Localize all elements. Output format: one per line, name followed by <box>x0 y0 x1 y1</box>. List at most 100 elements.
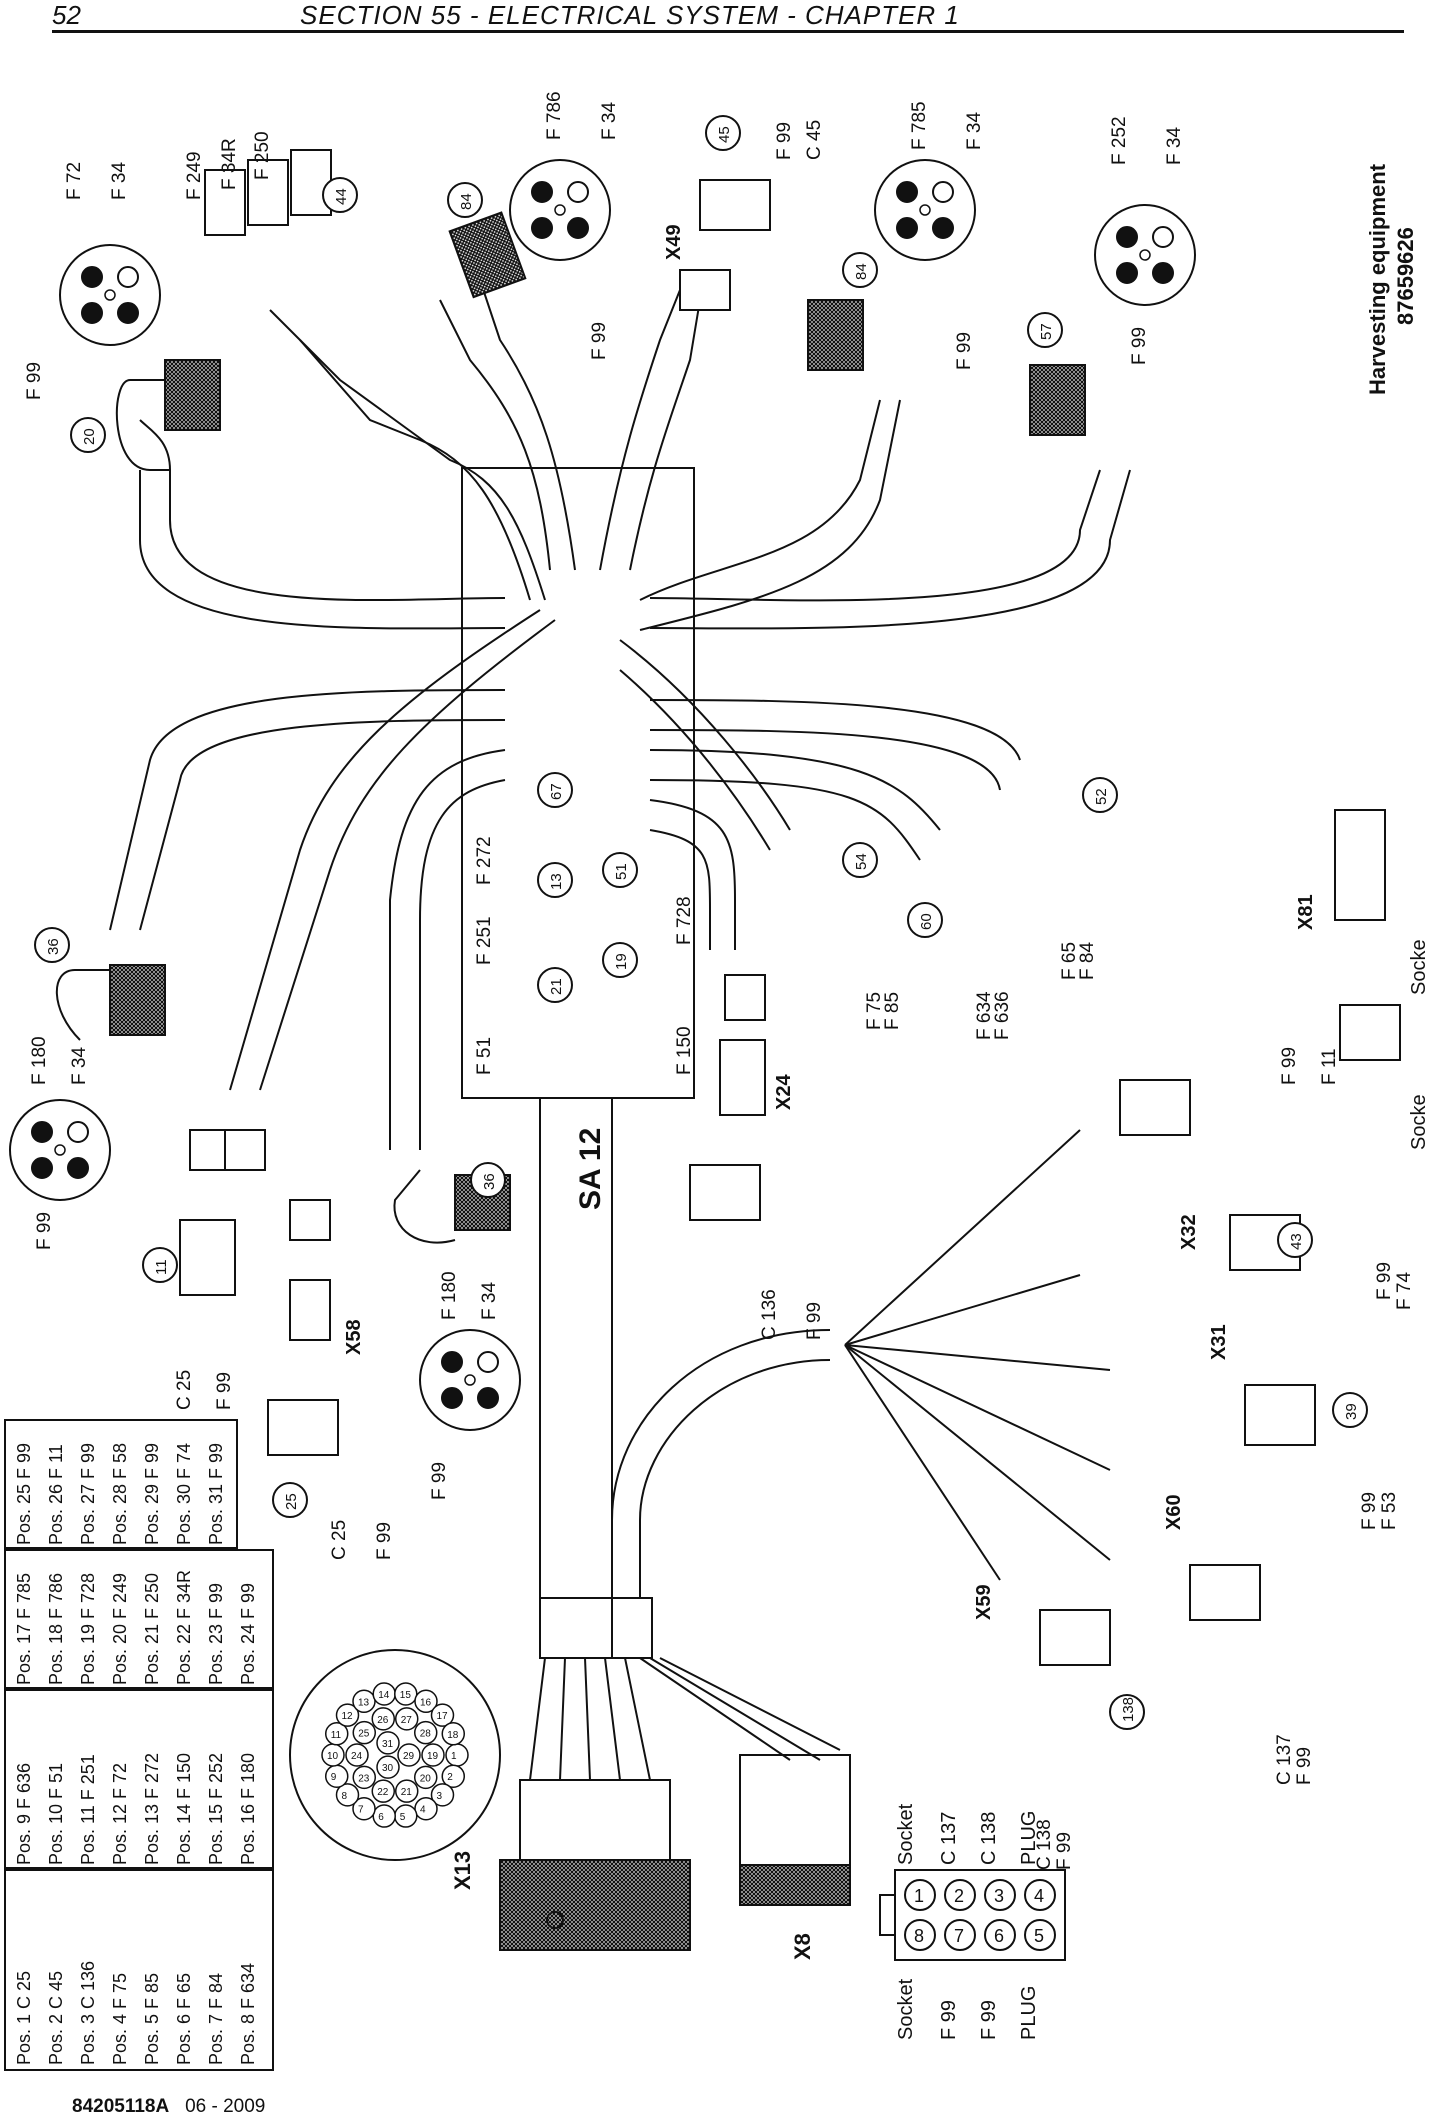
wire-label: C 136 <box>759 1289 780 1340</box>
connector-x32-label: X32 <box>1178 1214 1200 1250</box>
connector-x59-label: X59 <box>973 1584 995 1620</box>
x13-pin-number: 5 <box>400 1812 406 1823</box>
callout: 57 <box>1027 312 1063 348</box>
connector-labels: X49 X24 X32 X31 X60 X59 X58 X81 <box>343 224 1317 1620</box>
wire-label: F 84 <box>1077 942 1098 980</box>
position-table-entry: Pos. 22 F 34R <box>174 1570 194 1685</box>
x8-pin <box>904 1879 936 1911</box>
x8-bottom-label-1: F 99 <box>938 2000 960 2040</box>
callout: 43 <box>1277 1222 1313 1258</box>
x13-pin <box>345 1743 369 1767</box>
wire-label: F 99 <box>804 1302 825 1340</box>
callout-number: 20 <box>81 428 98 445</box>
x13-pin <box>335 1783 360 1807</box>
connector-x60-label: X60 <box>1163 1494 1185 1530</box>
x13-pin <box>376 1755 400 1779</box>
callout-number: 84 <box>458 193 475 210</box>
harness-label: SA 12 <box>574 1128 607 1210</box>
callout-number: 45 <box>716 126 733 143</box>
callout: 39 <box>1332 1392 1368 1428</box>
x8-pin-number: 2 <box>954 1886 964 1906</box>
wire-label: F 65 <box>1059 942 1080 980</box>
x13-pin-number: 15 <box>400 1690 412 1701</box>
position-table-entry: Pos. 26 F 11 <box>46 1444 66 1545</box>
wire-label: F 99 <box>1359 1492 1380 1530</box>
position-table-entry: Pos. 18 F 786 <box>46 1573 66 1685</box>
x8-pin <box>904 1919 936 1951</box>
wire-label: F 99 <box>954 332 975 370</box>
x13-pin-number: 30 <box>382 1763 394 1774</box>
position-table-entry: Pos. 30 F 74 <box>174 1443 194 1545</box>
x8-top-label-1: C 137 <box>938 1812 960 1865</box>
position-table-entry: Pos. 19 F 728 <box>78 1573 98 1685</box>
x13-pin-number: 24 <box>351 1751 363 1762</box>
round-connector-faces <box>9 159 1196 1431</box>
x13-pin <box>352 1720 377 1745</box>
x13-pin <box>352 1689 376 1714</box>
header-rule <box>52 30 1404 33</box>
position-table-entry: Pos. 21 F 250 <box>142 1573 162 1685</box>
x13-pin-number: 7 <box>358 1805 364 1816</box>
position-table-entry: Pos. 27 F 99 <box>78 1443 98 1545</box>
callout-number: 52 <box>1093 788 1110 805</box>
x8-pin <box>1024 1879 1056 1911</box>
connector-x58-label: X58 <box>343 1319 365 1355</box>
x8-top-label-0: Socket <box>895 1803 917 1865</box>
callout: 67 <box>537 772 573 808</box>
x13-pin-number: 19 <box>427 1751 439 1762</box>
wire-label: F 252 <box>1109 116 1130 165</box>
side-title-line1: Harvesting equipment <box>1365 163 1390 395</box>
x13-pin-number: 8 <box>342 1791 348 1802</box>
callout: 138 <box>1109 1694 1145 1730</box>
position-table-entry: Pos. 6 F 65 <box>174 1973 194 2065</box>
x13-pin <box>413 1765 438 1790</box>
x13-pin <box>441 1764 466 1788</box>
round-connector-face <box>509 159 611 261</box>
x13-pin <box>371 1707 396 1731</box>
x8-pin <box>1024 1919 1056 1951</box>
wire-label: F 34R <box>219 138 240 190</box>
x8-bottom-label-0: Socket <box>895 1978 917 2040</box>
x13-pin-number: 3 <box>436 1791 442 1802</box>
position-table-entry: Pos. 24 F 99 <box>238 1583 258 1685</box>
x13-pin <box>414 1689 438 1714</box>
x13-pin <box>371 1779 396 1803</box>
x8-pin-number: 1 <box>914 1886 924 1906</box>
wire-label: F 786 <box>544 91 565 140</box>
position-table-entry: Pos. 3 C 136 <box>78 1961 98 2065</box>
wire-label: F 99 <box>24 362 45 400</box>
x13-pin-number: 23 <box>358 1773 370 1784</box>
position-table-entry: Pos. 23 F 99 <box>206 1583 226 1685</box>
position-table-entry: Pos. 11 F 251 <box>78 1754 98 1865</box>
callout: 25 <box>272 1482 308 1518</box>
wire-label: F 272 <box>474 836 495 885</box>
callout: 36 <box>470 1162 506 1198</box>
wire-label: F 99 <box>1054 1832 1075 1870</box>
wire-label: F 34 <box>69 1047 90 1085</box>
wire-label: F 99 <box>1294 1747 1315 1785</box>
x8-pin-number: 4 <box>1034 1886 1044 1906</box>
wire-label: F 34 <box>1164 127 1185 165</box>
callout: 21 <box>537 967 573 1003</box>
position-table-entry: Pos. 5 F 85 <box>142 1973 162 2065</box>
wire-label: F 34 <box>599 102 620 140</box>
position-table-entry: Pos. 12 F 72 <box>110 1763 130 1865</box>
x13-pin-number: 16 <box>420 1697 432 1708</box>
position-table-entry: Pos. 9 F 636 <box>14 1763 34 1865</box>
x13-pin <box>324 1722 349 1746</box>
wire-label: F 150 <box>674 1026 695 1075</box>
x13-pin <box>352 1765 377 1790</box>
wire-label: F 180 <box>29 1036 50 1085</box>
connector-x31-label: X31 <box>1208 1324 1230 1360</box>
position-table-entry: Pos. 8 F 634 <box>238 1963 258 2065</box>
wire-label: F 249 <box>184 151 205 200</box>
position-table-entry: Pos. 2 C 45 <box>46 1971 66 2065</box>
callout: 84 <box>447 182 483 218</box>
position-table-entry: Pos. 31 F 99 <box>206 1443 226 1545</box>
x8-pin <box>944 1919 976 1951</box>
x13-pin-number: 4 <box>420 1805 426 1816</box>
callout-number: 39 <box>1343 1403 1360 1420</box>
wire-label: F 99 <box>1374 1262 1395 1300</box>
